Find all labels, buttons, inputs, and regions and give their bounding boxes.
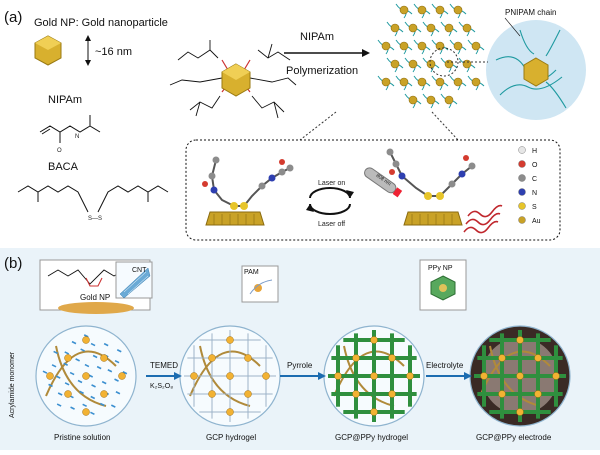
nipam-structure xyxy=(39,115,101,143)
caption-gcp-hydrogel: GCP hydrogel xyxy=(206,433,256,442)
legend-label-o: O xyxy=(532,162,538,169)
inset-gold-surface xyxy=(58,302,134,314)
gold-np-icon xyxy=(34,35,62,66)
legend-swatch-c xyxy=(518,174,526,182)
step2-label: Pyrrole xyxy=(287,361,313,370)
panel-b-label: (b) xyxy=(4,255,22,272)
network-gold-np xyxy=(417,5,427,15)
network-gold-np xyxy=(381,41,391,51)
baca-structure xyxy=(17,185,169,213)
legend-swatch-h xyxy=(518,146,526,154)
legend-swatch-au xyxy=(518,216,526,224)
heat-wave-icon xyxy=(463,204,503,234)
legend-label-h: H xyxy=(532,148,537,155)
network-gold-np xyxy=(417,41,427,51)
step1-top: TEMED xyxy=(150,361,178,370)
zoom-selector xyxy=(429,47,459,77)
panel-a-label: (a) xyxy=(4,9,22,26)
ppy-label: PPy NP xyxy=(428,265,453,272)
arrow-bottom-label: Polymerization xyxy=(286,65,358,77)
laser-on-label: Laser on xyxy=(318,180,345,187)
network-gold-np xyxy=(471,77,481,87)
network-gold-np xyxy=(399,77,409,87)
svg-text:S—S: S—S xyxy=(88,216,102,222)
molecule-right xyxy=(386,148,476,226)
legend-label-c: C xyxy=(532,176,537,183)
laser-off-label: Laser off xyxy=(318,221,345,228)
step3-label: Electrolyte xyxy=(426,361,464,370)
network-gold-np xyxy=(426,59,436,69)
cnt-icon xyxy=(119,267,151,299)
caption-pristine: Pristine solution xyxy=(54,433,110,442)
network-gold-np xyxy=(435,5,445,15)
hydrogel-network xyxy=(377,3,485,109)
legend-label-au: Au xyxy=(532,218,541,225)
gold-np-label: Gold NP xyxy=(80,293,110,302)
network-gold-np xyxy=(390,59,400,69)
network-gold-np xyxy=(435,77,445,87)
network-gold-np xyxy=(453,77,463,87)
network-gold-np xyxy=(444,23,454,33)
network-gold-np xyxy=(453,41,463,51)
network-gold-np xyxy=(408,23,418,33)
legend-swatch-o xyxy=(518,160,526,168)
pam-label: PAM xyxy=(244,269,259,276)
svg-text:O: O xyxy=(57,148,62,154)
legend-label-n: N xyxy=(532,190,537,197)
network-gold-np xyxy=(390,23,400,33)
monomer-label: Acrylamide monomer xyxy=(9,351,16,418)
laser-off-arrow xyxy=(309,203,351,215)
caption-gcp-ppy-electrode: GCP@PPy electrode xyxy=(476,433,552,442)
legend-swatch-s xyxy=(518,202,526,210)
network-gold-np xyxy=(399,5,409,15)
network-gold-np xyxy=(444,59,454,69)
functionalized-gold-np xyxy=(169,40,297,119)
laser-on-arrow xyxy=(309,187,351,199)
cnt-label: CNT xyxy=(132,267,147,274)
network-gold-np xyxy=(435,41,445,51)
network-gold-np xyxy=(462,59,472,69)
mechanism-box xyxy=(185,139,561,241)
network-gold-np xyxy=(426,95,436,105)
network-gold-np xyxy=(462,23,472,33)
gold-np-title: Gold NP: Gold nanoparticle xyxy=(34,17,168,29)
legend-label-s: S xyxy=(532,204,537,211)
network-gold-np xyxy=(453,5,463,15)
panel-b: (b) Gold NP CNT PAM PPy NP TEMED K₂S₂O₈ … xyxy=(0,248,600,450)
molecule-left xyxy=(202,156,294,226)
size-label: ~16 nm xyxy=(95,46,132,58)
network-gold-np xyxy=(417,77,427,87)
network-gold-np xyxy=(444,95,454,105)
panel-a-figure: (a) Gold NP: Gold nanoparticle ~16 nm NI… xyxy=(4,3,586,241)
network-gold-np xyxy=(471,41,481,51)
panel-b-figure: (b) Gold NP CNT PAM PPy NP TEMED K₂S₂O₈ … xyxy=(0,248,600,450)
network-gold-np xyxy=(381,77,391,87)
baca-label: BACA xyxy=(48,161,79,173)
nipam-label: NIPAm xyxy=(48,94,82,106)
legend-swatch-n xyxy=(518,188,526,196)
caption-gcp-ppy-hydrogel: GCP@PPy hydrogel xyxy=(335,433,408,442)
arrow-top-label: NIPAm xyxy=(300,31,334,43)
laser-pointer-icon xyxy=(364,167,403,198)
network-gold-np xyxy=(426,23,436,33)
svg-text:N: N xyxy=(75,134,79,140)
network-gold-np xyxy=(399,41,409,51)
zoom-gold-np xyxy=(523,57,549,87)
step1-bottom: K₂S₂O₈ xyxy=(150,383,173,390)
pnipam-label: PNIPAM chain xyxy=(505,8,556,17)
network-gold-np xyxy=(408,59,418,69)
network-gold-np xyxy=(408,95,418,105)
panel-a: (a) Gold NP: Gold nanoparticle ~16 nm NI… xyxy=(4,3,586,241)
